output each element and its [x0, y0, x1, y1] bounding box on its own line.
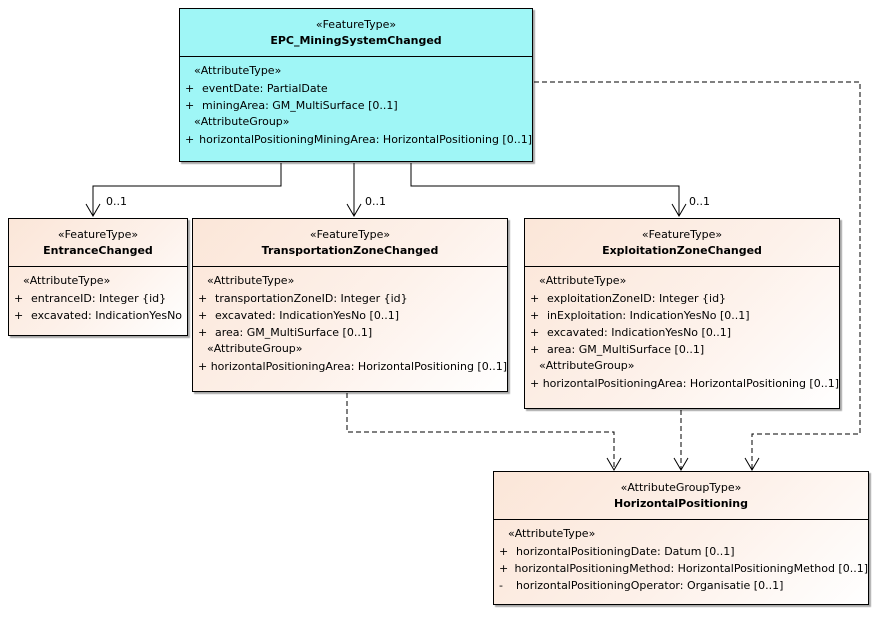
class-name: EntranceChanged	[43, 244, 153, 257]
attribute-group-label: «AttributeType»	[539, 274, 627, 287]
attribute-row[interactable]: + entranceID: Integer {id}	[9, 290, 187, 307]
visibility-marker: +	[198, 360, 208, 373]
attribute-compartment: «AttributeType» + entranceID: Integer {id}…	[9, 267, 187, 324]
attribute-group-label: «AttributeGroup»	[539, 359, 635, 372]
attribute-row[interactable]: + horizontalPositioningMethod: Horizontal…	[494, 560, 868, 577]
multiplicity-exploit: 0..1	[689, 195, 710, 208]
attribute-row[interactable]: -horizontalPositioningOperator: Organisa…	[494, 577, 868, 594]
attribute-text: miningArea: GM_MultiSurface [0..1]	[202, 99, 398, 112]
visibility-marker: +	[185, 99, 195, 112]
dep-arrowhead-exploit	[673, 457, 689, 471]
attribute-row[interactable]: +horizontalPositioningArea: HorizontalPo…	[525, 375, 839, 392]
visibility-marker: +	[14, 292, 24, 305]
visibility-marker: +	[499, 545, 509, 558]
stereotype-label: «FeatureType»	[309, 228, 391, 241]
attribute-group-label: «AttributeType»	[23, 274, 111, 287]
dep-arrowhead-epc	[744, 457, 760, 471]
attribute-text: horizontalPositioningOperator: Organisat…	[516, 579, 784, 592]
attribute-group-label: «AttributeType»	[194, 64, 282, 77]
visibility-marker: +	[530, 309, 540, 322]
visibility-marker: +	[530, 292, 540, 305]
class-exploitation-zone-changed[interactable]: «FeatureType» ExploitationZoneChanged «Att…	[524, 218, 840, 409]
attribute-row[interactable]: + horizontalPositioningMiningArea: Horizo…	[180, 131, 532, 148]
attribute-row[interactable]: + inExploitation: IndicationYesNo [0..1]	[525, 307, 839, 324]
stereotype-label: «FeatureType»	[641, 228, 723, 241]
dependency-epc-hpos	[534, 81, 861, 470]
class-transportation-zone-changed[interactable]: «FeatureType» TransportationZoneChanged «A…	[192, 218, 508, 392]
attribute-row[interactable]: + horizontalPositioningDate: Datum [0..1]	[494, 543, 868, 560]
attribute-text: transportationZoneID: Integer {id}	[215, 292, 408, 305]
attribute-compartment: «AttributeType» + eventDate: PartialDate + m…	[180, 57, 532, 148]
class-header: «FeatureType» TransportationZoneChanged	[193, 219, 507, 267]
class-header: «FeatureType» EntranceChanged	[9, 219, 187, 267]
attribute-row[interactable]: + exploitationZoneID: Integer {id}	[525, 290, 839, 307]
attribute-group-label: «AttributeType»	[508, 527, 596, 540]
association-epc-entrance	[92, 163, 282, 216]
attribute-text: excavated: IndicationYesNo [0..1]	[547, 326, 732, 339]
attribute-text: horizontalPositioningDate: Datum [0..1]	[516, 545, 735, 558]
attribute-text: excavated: IndicationYesNo [0..1]	[215, 309, 400, 322]
attribute-row[interactable]: + miningArea: GM_MultiSurface [0..1]	[180, 97, 532, 114]
arrowhead-transport	[346, 203, 362, 217]
attribute-text: entranceID: Integer {id}	[31, 292, 167, 305]
arrowhead-entrance	[85, 203, 101, 217]
class-name: HorizontalPositioning	[613, 497, 749, 510]
class-header: «AttributeGroupType» HorizontalPositionin…	[494, 472, 868, 520]
visibility-marker: +	[185, 82, 195, 95]
stereotype-label: «AttributeGroupType»	[620, 481, 742, 494]
attribute-row[interactable]: + eventDate: PartialDate	[180, 80, 532, 97]
visibility-marker: +	[198, 309, 208, 322]
arrowhead-exploit	[671, 203, 687, 217]
attribute-text: horizontalPositioningMethod: HorizontalP…	[514, 562, 869, 575]
class-header: «FeatureType» ExploitationZoneChanged	[525, 219, 839, 267]
attribute-row[interactable]: + transportationZoneID: Integer {id}	[193, 290, 507, 307]
attribute-row[interactable]: + excavated: IndicationYesNo [0..1]	[525, 324, 839, 341]
dependency-transport-hpos	[346, 393, 615, 470]
attribute-compartment: «AttributeType» + transportationZoneID: In…	[193, 267, 507, 375]
visibility-marker: +	[530, 326, 540, 339]
class-entrance-changed[interactable]: «FeatureType» EntranceChanged «AttributeTy…	[8, 218, 188, 336]
class-name: EPC_MiningSystemChanged	[270, 34, 442, 47]
attribute-text: horizontalPositioningArea: HorizontalPos…	[542, 377, 839, 390]
visibility-marker: +	[530, 343, 540, 356]
visibility-marker: +	[530, 377, 540, 390]
attribute-group-label: «AttributeGroup»	[207, 342, 303, 355]
visibility-marker: +	[185, 133, 195, 146]
association-epc-exploit	[410, 163, 680, 216]
visibility-marker: +	[499, 562, 509, 575]
dep-arrowhead-transport	[606, 457, 622, 471]
stereotype-label: «FeatureType»	[315, 18, 397, 31]
class-name: TransportationZoneChanged	[261, 244, 439, 257]
class-name: ExploitationZoneChanged	[602, 244, 762, 257]
attribute-compartment: «AttributeType» + horizontalPositioningDat…	[494, 520, 868, 594]
stereotype-label: «FeatureType»	[57, 228, 139, 241]
attribute-group-label: «AttributeGroup»	[194, 115, 290, 128]
attribute-text: area: GM_MultiSurface [0..1]	[547, 343, 705, 356]
attribute-text: horizontalPositioningArea: HorizontalPos…	[210, 360, 507, 373]
attribute-row[interactable]: + excavated: IndicationYesNo	[9, 307, 187, 324]
attribute-row[interactable]: +horizontalPositioningArea: HorizontalPo…	[193, 358, 507, 375]
attribute-text: excavated: IndicationYesNo	[31, 309, 183, 322]
attribute-group-label: «AttributeType»	[207, 274, 295, 287]
visibility-marker: -	[499, 579, 503, 592]
class-horizontal-positioning[interactable]: «AttributeGroupType» HorizontalPositionin…	[493, 471, 869, 605]
class-header: «FeatureType» EPC_MiningSystemChanged	[180, 9, 532, 57]
visibility-marker: +	[14, 309, 24, 322]
attribute-text: exploitationZoneID: Integer {id}	[547, 292, 727, 305]
attribute-row[interactable]: + area: GM_MultiSurface [0..1]	[525, 341, 839, 358]
attribute-text: horizontalPositioningMiningArea: Horizon…	[199, 133, 532, 146]
multiplicity-transport: 0..1	[365, 195, 386, 208]
attribute-text: inExploitation: IndicationYesNo [0..1]	[547, 309, 750, 322]
attribute-row[interactable]: + excavated: IndicationYesNo [0..1]	[193, 307, 507, 324]
attribute-compartment: «AttributeType» + exploitationZoneID: Inte…	[525, 267, 839, 392]
attribute-row[interactable]: + area: GM_MultiSurface [0..1]	[193, 324, 507, 341]
class-epc-mining-system-changed[interactable]: «FeatureType» EPC_MiningSystemChanged «Att…	[179, 8, 533, 162]
visibility-marker: +	[198, 326, 208, 339]
attribute-text: area: GM_MultiSurface [0..1]	[215, 326, 373, 339]
attribute-text: eventDate: PartialDate	[202, 82, 328, 95]
multiplicity-entrance: 0..1	[106, 195, 127, 208]
visibility-marker: +	[198, 292, 208, 305]
